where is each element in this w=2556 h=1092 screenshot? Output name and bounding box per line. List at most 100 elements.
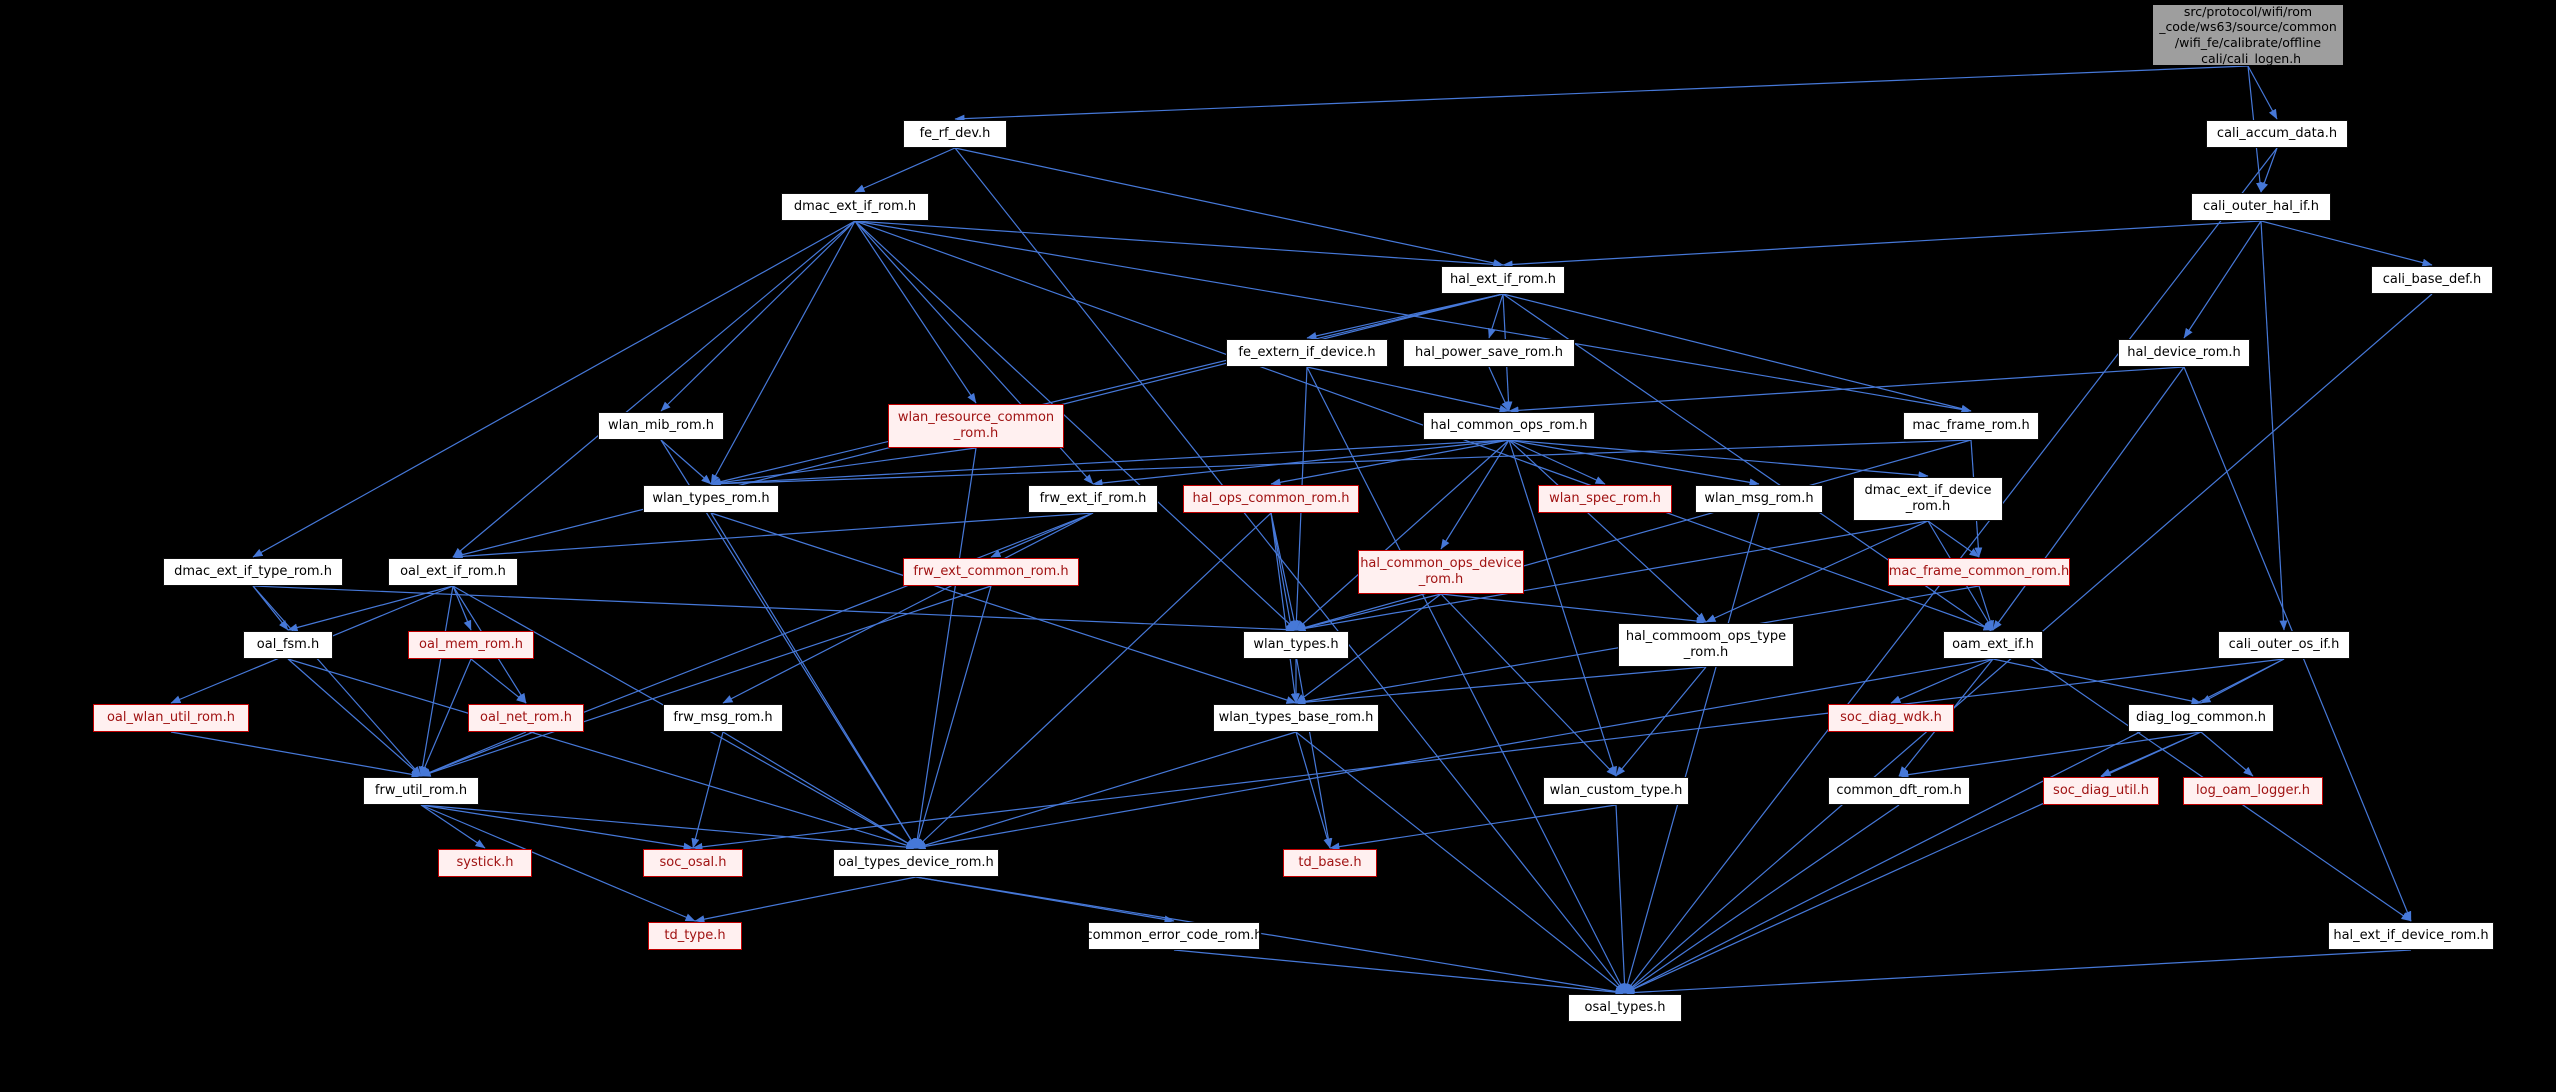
node-oal_wlan_util_rom[interactable]: oal_wlan_util_rom.h bbox=[93, 704, 249, 732]
node-common_error_code_rom[interactable]: common_error_code_rom.h bbox=[1086, 922, 1263, 950]
edge-dmac_ext_if_type_rom-frw_util_rom bbox=[252, 585, 422, 777]
node-fe_rf_dev[interactable]: fe_rf_dev.h bbox=[903, 120, 1007, 148]
node-hal_device_rom[interactable]: hal_device_rom.h bbox=[2118, 339, 2250, 367]
edge-hal_power_save_rom-hal_common_ops_rom bbox=[1488, 366, 1510, 412]
edge-wlan_msg_rom-osal_types bbox=[1623, 512, 1760, 994]
node-osal_types[interactable]: osal_types.h bbox=[1568, 994, 1682, 1022]
node-cali_accum_data[interactable]: cali_accum_data.h bbox=[2206, 120, 2348, 148]
edge-fe_extern_if_device-osal_types bbox=[1306, 366, 1626, 994]
edge-diag_log_common-common_dft_rom bbox=[1898, 731, 2202, 779]
node-wlan_types[interactable]: wlan_types.h bbox=[1243, 631, 1349, 659]
edge-hal_common_ops_rom-wlan_msg_rom bbox=[1508, 439, 1760, 487]
edge-diag_log_common-osal_types bbox=[1624, 731, 2202, 994]
node-wlan_types_base_rom[interactable]: wlan_types_base_rom.h bbox=[1213, 704, 1379, 732]
node-diag_log_common[interactable]: diag_log_common.h bbox=[2128, 704, 2274, 732]
edge-wlan_types_base_rom-osal_types bbox=[1295, 731, 1626, 994]
node-oam_ext_if[interactable]: oam_ext_if.h bbox=[1943, 631, 2043, 659]
node-systick[interactable]: systick.h bbox=[438, 849, 532, 877]
edge-cali_outer_hal_if-cali_outer_os_if bbox=[2260, 220, 2288, 631]
edge-oal_ext_if_rom-oal_mem_rom bbox=[452, 585, 472, 631]
edge-frw_util_rom-systick bbox=[420, 804, 486, 849]
node-dmac_ext_if_rom[interactable]: dmac_ext_if_rom.h bbox=[781, 193, 929, 221]
edge-oal_fsm-frw_util_rom bbox=[287, 658, 422, 777]
node-cali_outer_hal_if[interactable]: cali_outer_hal_if.h bbox=[2191, 193, 2331, 221]
node-soc_osal[interactable]: soc_osal.h bbox=[643, 849, 743, 877]
edge-hal_device_rom-oam_ext_if bbox=[1992, 366, 2185, 631]
edge-cali_outer_hal_if-hal_ext_if_rom bbox=[1502, 220, 2262, 269]
node-soc_diag_wdk[interactable]: soc_diag_wdk.h bbox=[1828, 704, 1954, 732]
node-common_dft_rom[interactable]: common_dft_rom.h bbox=[1828, 777, 1970, 805]
edge-hal_ops_common_rom-td_base bbox=[1270, 512, 1333, 849]
node-oal_net_rom[interactable]: oal_net_rom.h bbox=[468, 704, 584, 732]
edge-hal_ext_if_rom-mac_frame_rom bbox=[1502, 293, 1972, 413]
edge-frw_ext_common_rom-frw_util_rom bbox=[420, 585, 992, 777]
edge-oam_ext_if-oal_types_device_rom bbox=[915, 658, 1994, 851]
node-hal_ops_common_rom[interactable]: hal_ops_common_rom.h bbox=[1183, 485, 1359, 513]
node-hal_commoom_ops_type_rom[interactable]: hal_commoom_ops_type _rom.h bbox=[1618, 623, 1794, 667]
edge-fe_rf_dev-dmac_ext_if_rom bbox=[854, 147, 956, 193]
node-wlan_types_rom[interactable]: wlan_types_rom.h bbox=[643, 485, 779, 513]
edge-dmac_ext_if_rom-wlan_types_rom bbox=[710, 220, 856, 485]
edge-frw_ext_if_rom-frw_msg_rom bbox=[722, 512, 1094, 704]
node-oal_types_device_rom[interactable]: oal_types_device_rom.h bbox=[833, 849, 999, 877]
edge-dmac_ext_if_rom-wlan_mib_rom bbox=[660, 220, 856, 412]
edge-hal_common_ops_rom-dmac_ext_if_device_rom bbox=[1508, 439, 1929, 480]
node-dmac_ext_if_device_rom[interactable]: dmac_ext_if_device _rom.h bbox=[1853, 477, 2003, 521]
edge-cali_accum_data-cali_outer_hal_if bbox=[2260, 147, 2278, 193]
edge-hal_device_rom-hal_common_ops_rom bbox=[1508, 366, 2185, 415]
node-fe_extern_if_device[interactable]: fe_extern_if_device.h bbox=[1226, 339, 1388, 367]
edge-common_dft_rom-osal_types bbox=[1624, 804, 1900, 994]
edge-mac_frame_rom-wlan_types bbox=[1295, 439, 1972, 632]
edge-cali_logen-fe_rf_dev bbox=[954, 65, 2249, 123]
edge-hal_ops_common_rom-wlan_types_base_rom bbox=[1270, 512, 1299, 704]
node-hal_ext_if_device_rom[interactable]: hal_ext_if_device_rom.h bbox=[2328, 922, 2494, 950]
node-mac_frame_rom[interactable]: mac_frame_rom.h bbox=[1903, 412, 2039, 440]
node-oal_mem_rom[interactable]: oal_mem_rom.h bbox=[408, 631, 534, 659]
node-wlan_mib_rom[interactable]: wlan_mib_rom.h bbox=[598, 412, 724, 440]
edge-oal_ext_if_rom-frw_util_rom bbox=[418, 585, 454, 777]
node-soc_diag_util[interactable]: soc_diag_util.h bbox=[2043, 777, 2159, 805]
node-hal_common_ops_device_rom[interactable]: hal_common_ops_device _rom.h bbox=[1358, 550, 1524, 594]
edge-oal_wlan_util_rom-frw_util_rom bbox=[170, 731, 422, 779]
edge-hal_common_ops_device_rom-wlan_types bbox=[1295, 593, 1442, 632]
node-hal_common_ops_rom[interactable]: hal_common_ops_rom.h bbox=[1423, 412, 1595, 440]
node-oal_fsm[interactable]: oal_fsm.h bbox=[243, 631, 333, 659]
node-frw_ext_if_rom[interactable]: frw_ext_if_rom.h bbox=[1028, 485, 1158, 513]
node-hal_ext_if_rom[interactable]: hal_ext_if_rom.h bbox=[1441, 266, 1565, 294]
edge-hal_ext_if_rom-wlan_types_rom bbox=[710, 293, 1504, 486]
edge-dmac_ext_if_device_rom-mac_frame_common_rom bbox=[1927, 520, 1980, 558]
edge-wlan_mib_rom-wlan_types_rom bbox=[660, 439, 712, 485]
edge-hal_common_ops_device_rom-hal_commoom_ops_type_rom bbox=[1440, 593, 1707, 625]
node-hal_power_save_rom[interactable]: hal_power_save_rom.h bbox=[1403, 339, 1575, 367]
edge-hal_common_ops_rom-wlan_types bbox=[1295, 439, 1510, 631]
node-wlan_spec_rom[interactable]: wlan_spec_rom.h bbox=[1538, 485, 1672, 513]
node-cali_base_def[interactable]: cali_base_def.h bbox=[2371, 266, 2493, 294]
node-dmac_ext_if_type_rom[interactable]: dmac_ext_if_type_rom.h bbox=[163, 558, 343, 586]
node-frw_msg_rom[interactable]: frw_msg_rom.h bbox=[663, 704, 783, 732]
edge-wlan_custom_type-td_base bbox=[1329, 804, 1617, 851]
node-wlan_custom_type[interactable]: wlan_custom_type.h bbox=[1543, 777, 1689, 805]
edge-oam_ext_if-soc_diag_wdk bbox=[1890, 658, 1994, 704]
node-frw_ext_common_rom[interactable]: frw_ext_common_rom.h bbox=[903, 558, 1079, 586]
edge-frw_ext_if_rom-oal_ext_if_rom bbox=[452, 512, 1094, 561]
edge-cali_outer_os_if-soc_osal bbox=[692, 658, 2285, 851]
node-td_type[interactable]: td_type.h bbox=[648, 922, 742, 950]
edge-hal_common_ops_device_rom-wlan_custom_type bbox=[1440, 593, 1617, 777]
edge-mac_frame_rom-wlan_types_rom bbox=[710, 439, 1972, 488]
node-wlan_msg_rom[interactable]: wlan_msg_rom.h bbox=[1695, 485, 1823, 513]
edge-dmac_ext_if_rom-wlan_resource_common_rom bbox=[854, 220, 977, 404]
node-cali_outer_os_if[interactable]: cali_outer_os_if.h bbox=[2218, 631, 2350, 659]
node-mac_frame_common_rom[interactable]: mac_frame_common_rom.h bbox=[1888, 558, 2070, 586]
edge-oal_types_device_rom-td_type bbox=[694, 876, 917, 924]
node-oal_ext_if_rom[interactable]: oal_ext_if_rom.h bbox=[388, 558, 518, 586]
node-td_base[interactable]: td_base.h bbox=[1283, 849, 1377, 877]
edge-hal_common_ops_rom-wlan_types_rom bbox=[710, 439, 1510, 488]
node-wlan_resource_common_rom[interactable]: wlan_resource_common _rom.h bbox=[888, 404, 1064, 448]
node-log_oam_logger[interactable]: log_oam_logger.h bbox=[2183, 777, 2323, 805]
edge-common_error_code_rom-osal_types bbox=[1173, 949, 1626, 997]
node-frw_util_rom[interactable]: frw_util_rom.h bbox=[363, 777, 479, 805]
edge-frw_util_rom-oal_types_device_rom bbox=[420, 804, 917, 852]
edge-dmac_ext_if_rom-hal_ext_if_rom bbox=[854, 220, 1504, 269]
